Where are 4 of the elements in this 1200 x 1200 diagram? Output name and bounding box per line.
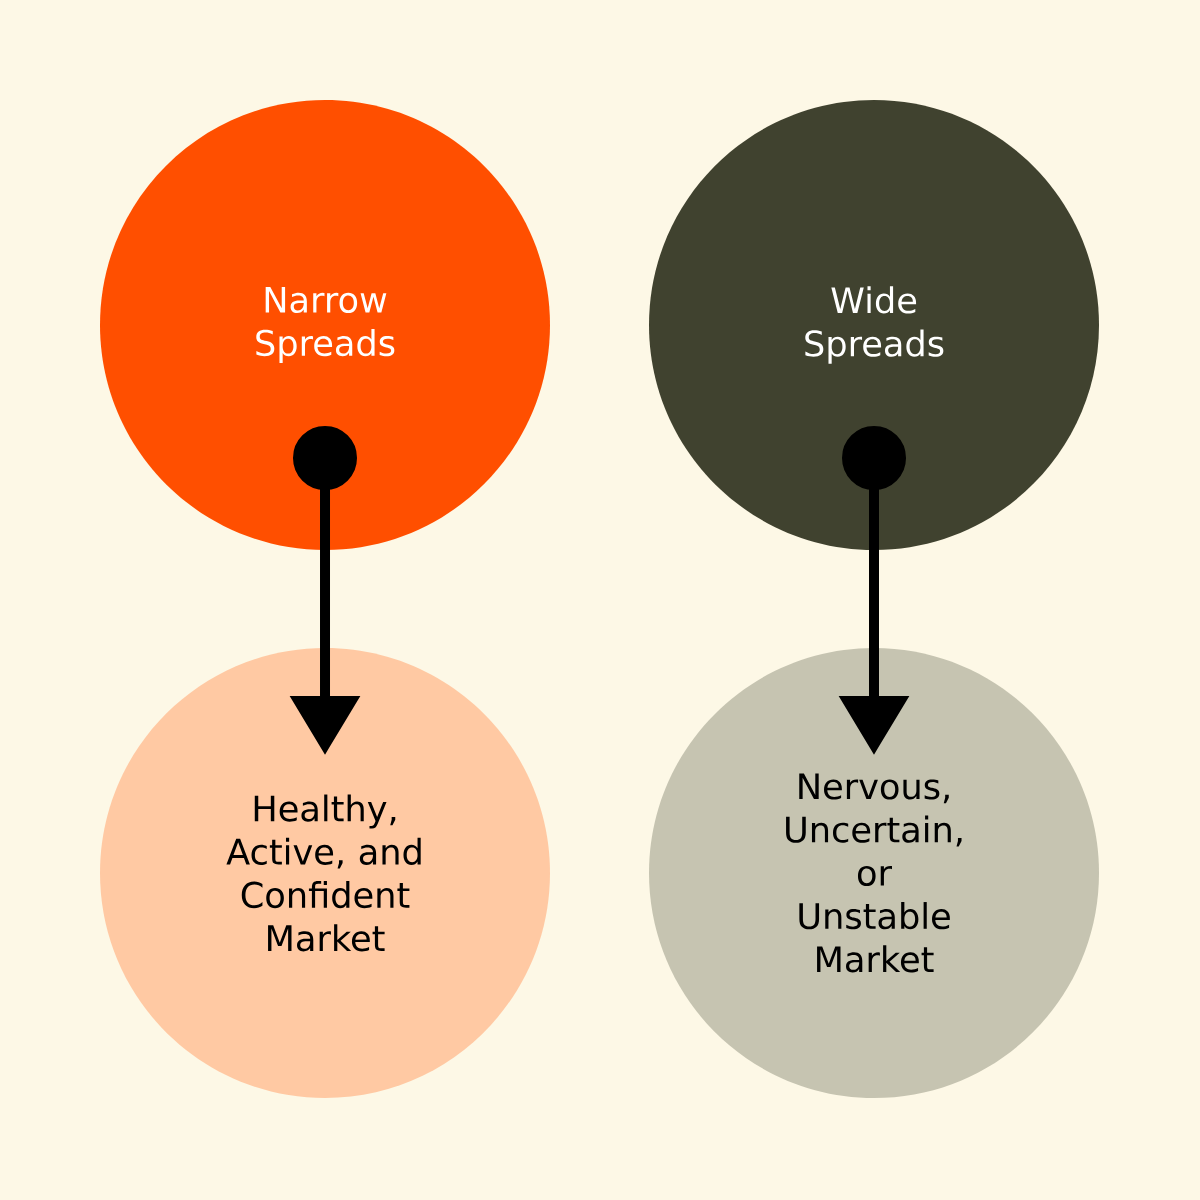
circle-node: Healthy, Active, and Confident Market — [100, 648, 550, 1098]
circle-node: Wide Spreads — [649, 100, 1099, 550]
circle-node: Narrow Spreads — [100, 100, 550, 550]
circle-node: Nervous, Uncertain, or Unstable Market — [649, 648, 1099, 1098]
